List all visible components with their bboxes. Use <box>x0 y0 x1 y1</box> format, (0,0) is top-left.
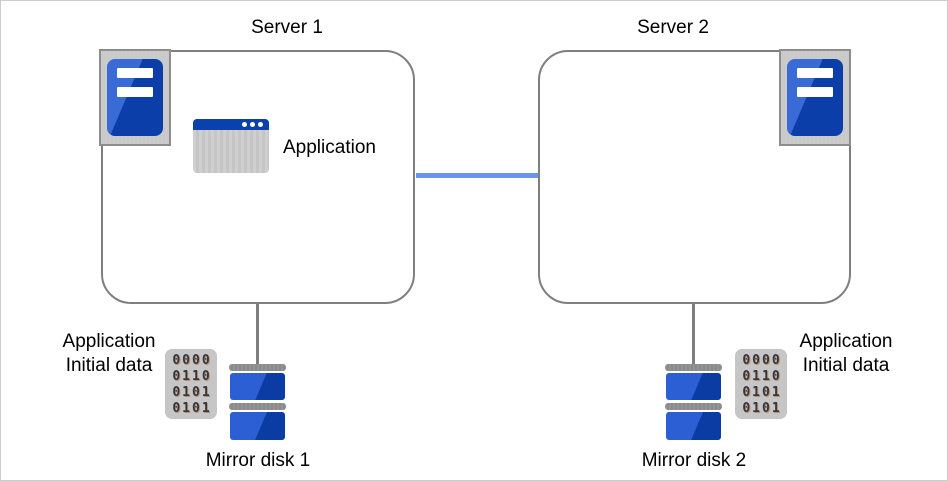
bits-row: 0000 <box>742 353 782 368</box>
window-dot-icon <box>250 122 255 127</box>
bits-row: 0101 <box>172 385 212 400</box>
initial-data-bits-icon: 0000 0110 0101 0101 <box>735 349 787 419</box>
bits-row: 0110 <box>172 369 212 384</box>
disk-cap-icon <box>665 364 722 371</box>
tower-slot-icon <box>797 87 833 97</box>
application-window-body <box>193 130 269 173</box>
bits-row: 0101 <box>172 401 212 416</box>
tower-slot-icon <box>117 87 153 97</box>
bits-row: 0110 <box>742 369 782 384</box>
disk-cap-icon <box>229 364 286 371</box>
mirror-disk1-label: Mirror disk 1 <box>205 450 311 471</box>
initial-data-label-line2: Initial data <box>802 355 890 376</box>
mirror-disk2-label: Mirror disk 2 <box>641 450 747 471</box>
server2-title: Server 2 <box>637 17 709 38</box>
initial-data-label-line1: Application <box>62 331 156 352</box>
application-window-titlebar <box>193 119 269 130</box>
bits-row: 0101 <box>742 385 782 400</box>
disk-platter-icon <box>230 412 285 440</box>
initial-data-label-line1: Application <box>799 331 893 352</box>
server1-disk-connector-line <box>256 303 259 364</box>
initial-data-label-line2: Initial data <box>65 355 153 376</box>
server1-title: Server 1 <box>251 17 323 38</box>
window-dot-icon <box>242 122 247 127</box>
interconnect-line <box>416 173 538 178</box>
tower-slot-icon <box>797 68 833 78</box>
server2-disk-connector-line <box>692 303 695 364</box>
server1-computer-icon <box>99 49 171 146</box>
application-label: Application <box>283 137 376 158</box>
application-window-icon <box>193 119 269 173</box>
server2-computer-icon <box>779 49 851 146</box>
mirror-disk2-icon <box>665 364 722 440</box>
disk-platter-icon <box>666 373 721 400</box>
disk-cap-icon <box>229 403 286 410</box>
server1-initial-data-label: Application Initial data <box>29 330 189 378</box>
disk-cap-icon <box>665 403 722 410</box>
disk-platter-icon <box>666 412 721 440</box>
window-dot-icon <box>258 122 263 127</box>
bits-row: 0000 <box>172 353 212 368</box>
initial-data-bits-icon: 0000 0110 0101 0101 <box>165 349 217 419</box>
bits-row: 0101 <box>742 401 782 416</box>
disk-platter-icon <box>230 373 285 400</box>
mirror-disk1-icon <box>229 364 286 440</box>
server2-initial-data-label: Application Initial data <box>766 330 926 378</box>
server-tower-icon <box>107 59 163 136</box>
server-tower-icon <box>787 59 843 136</box>
tower-slot-icon <box>117 68 153 78</box>
